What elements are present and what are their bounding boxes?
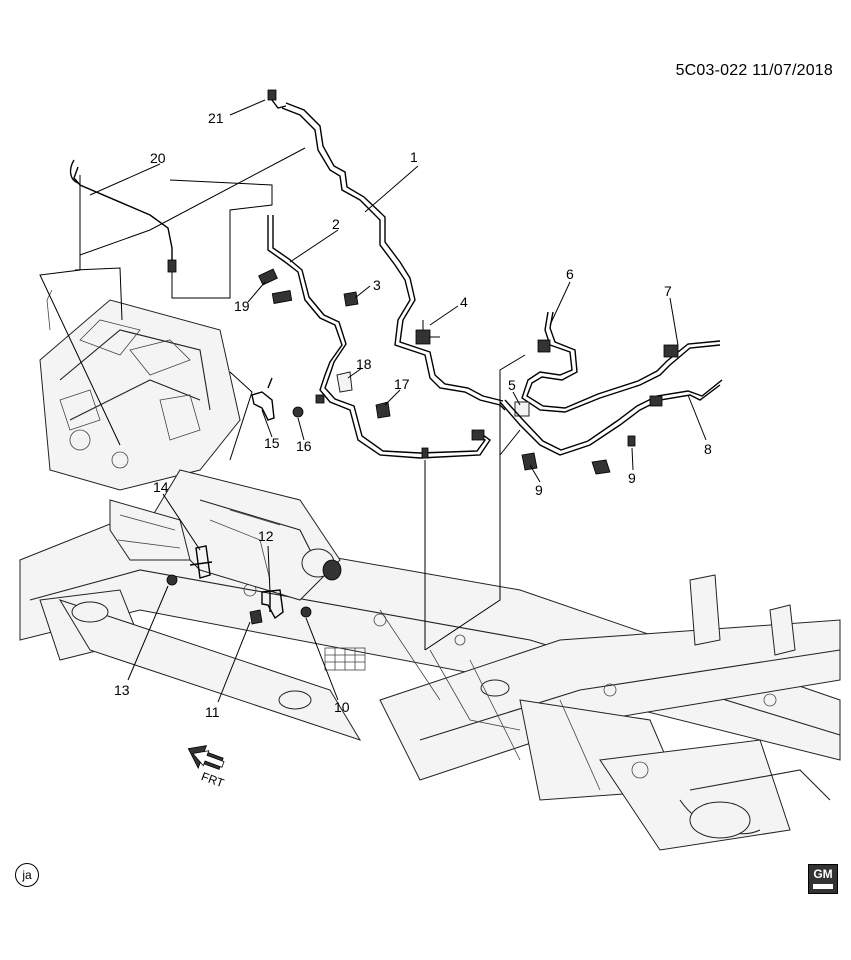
- callout-4: 4: [460, 294, 468, 310]
- small-parts-center: [258, 268, 391, 419]
- document-id-date: 5C03-022 11/07/2018: [675, 62, 833, 79]
- callout-9-right: 9: [628, 470, 636, 486]
- part-10-bolt: [300, 606, 312, 618]
- callout-20: 20: [150, 150, 166, 166]
- callout-6: 6: [566, 266, 574, 282]
- part-6-line: [514, 311, 721, 417]
- part-14-bracket: [195, 545, 211, 579]
- part-2-line: [267, 215, 491, 459]
- callout-2: 2: [332, 216, 340, 232]
- engine-block: [39, 289, 342, 601]
- callout-leaders: [89, 99, 707, 703]
- callout-14: 14: [153, 479, 169, 495]
- part-15-16-bracket: [251, 377, 304, 421]
- callout-5: 5: [508, 377, 516, 393]
- corner-mark: ja: [15, 863, 39, 887]
- callout-7: 7: [664, 283, 672, 299]
- chassis-frame: [19, 519, 841, 851]
- callout-1: 1: [410, 149, 418, 165]
- gm-logo-bar: [813, 884, 833, 889]
- part-12-bracket: [261, 589, 284, 620]
- callout-9-left: 9: [535, 482, 543, 498]
- callout-10: 10: [334, 699, 350, 715]
- part-3-clip: [343, 291, 359, 307]
- callout-17: 17: [394, 376, 410, 392]
- part-19-fitting: [258, 268, 278, 286]
- part-20-hose: [69, 159, 177, 273]
- lower-brackets: [166, 545, 312, 625]
- part-17-clip: [375, 401, 391, 419]
- callout-16: 16: [296, 438, 312, 454]
- callout-12: 12: [258, 528, 274, 544]
- front-label: FRT: [199, 769, 226, 790]
- part-1-line: [267, 89, 506, 411]
- zone-lines: [39, 147, 526, 651]
- front-direction-arrow: FRT: [187, 745, 227, 791]
- part-11-clip: [249, 609, 263, 625]
- callout-8: 8: [704, 441, 712, 457]
- part-13-bolt: [166, 574, 178, 586]
- callout-labels: 1 2 3 4 5 6 7 8 9 9 10 11 12 13 14 15 16…: [114, 110, 712, 720]
- gm-logo: GM: [808, 864, 838, 894]
- callout-18: 18: [356, 356, 372, 372]
- callout-21: 21: [208, 110, 224, 126]
- callout-3: 3: [373, 277, 381, 293]
- callout-19: 19: [234, 298, 250, 314]
- part-18-sleeve: [336, 371, 353, 393]
- callout-15: 15: [264, 435, 280, 451]
- gm-logo-text: GM: [813, 867, 833, 881]
- callout-13: 13: [114, 682, 130, 698]
- part-8-line: [499, 379, 723, 475]
- callout-11: 11: [205, 704, 220, 720]
